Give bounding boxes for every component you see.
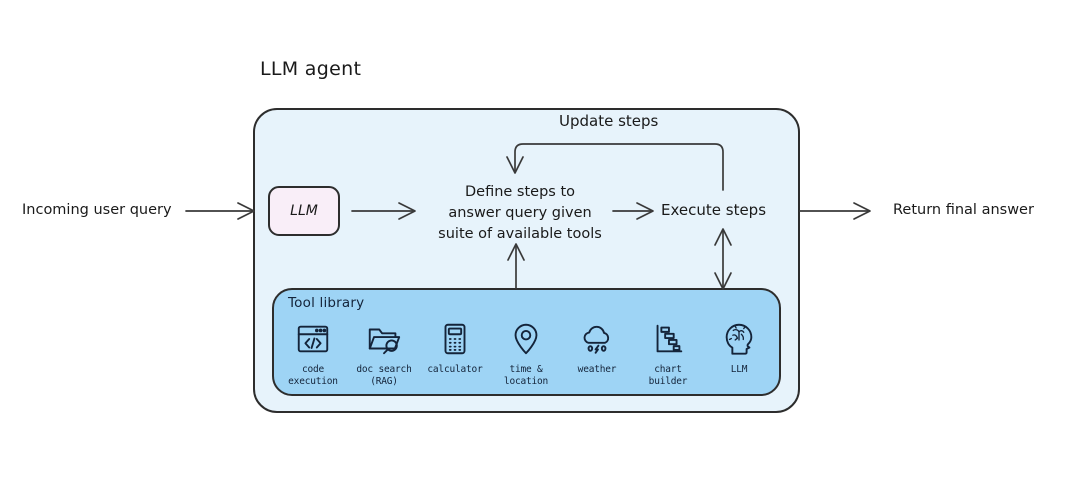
bar-chart-icon: [629, 320, 707, 360]
tool-label: LLM: [730, 364, 748, 375]
tool-item-doc-search[interactable]: doc search (RAG): [345, 320, 423, 387]
cloud-rain-icon: [558, 320, 636, 360]
tool-item-code-execution[interactable]: code execution: [274, 320, 352, 387]
tool-item-llm[interactable]: LLM: [700, 320, 778, 376]
tool-label: calculator: [427, 364, 483, 375]
brain-head-icon: [700, 320, 778, 360]
arrow-query-to-llm: [185, 202, 255, 220]
tool-item-weather[interactable]: weather: [558, 320, 636, 376]
arrow-execute-to-answer: [799, 202, 871, 220]
execute-steps-node: Execute steps: [661, 201, 767, 219]
calculator-icon: [416, 320, 494, 360]
tool-library-panel: [272, 288, 781, 396]
tool-item-chart-builder[interactable]: chart builder: [629, 320, 707, 387]
tool-label: time & location: [503, 364, 549, 387]
page-title: LLM agent: [260, 58, 362, 80]
tool-library-title: Tool library: [288, 295, 365, 311]
map-pin-icon: [487, 320, 565, 360]
code-window-icon: [274, 320, 352, 360]
edge-label-update-steps: Update steps: [559, 112, 659, 130]
tool-item-time-location[interactable]: time & location: [487, 320, 565, 387]
return-answer-label: Return final answer: [893, 202, 1034, 218]
tool-label: doc search (RAG): [356, 364, 412, 387]
tool-label: weather: [577, 364, 617, 375]
folder-search-icon: [345, 320, 423, 360]
llm-node-label: LLM: [290, 203, 318, 219]
tool-item-calculator[interactable]: calculator: [416, 320, 494, 376]
llm-node-box[interactable]: LLM: [268, 186, 340, 236]
define-steps-node: Define steps to answer query given suite…: [438, 184, 602, 242]
tool-label: chart builder: [648, 364, 688, 387]
incoming-query-label: Incoming user query: [22, 202, 172, 218]
tool-label: code execution: [288, 364, 338, 387]
